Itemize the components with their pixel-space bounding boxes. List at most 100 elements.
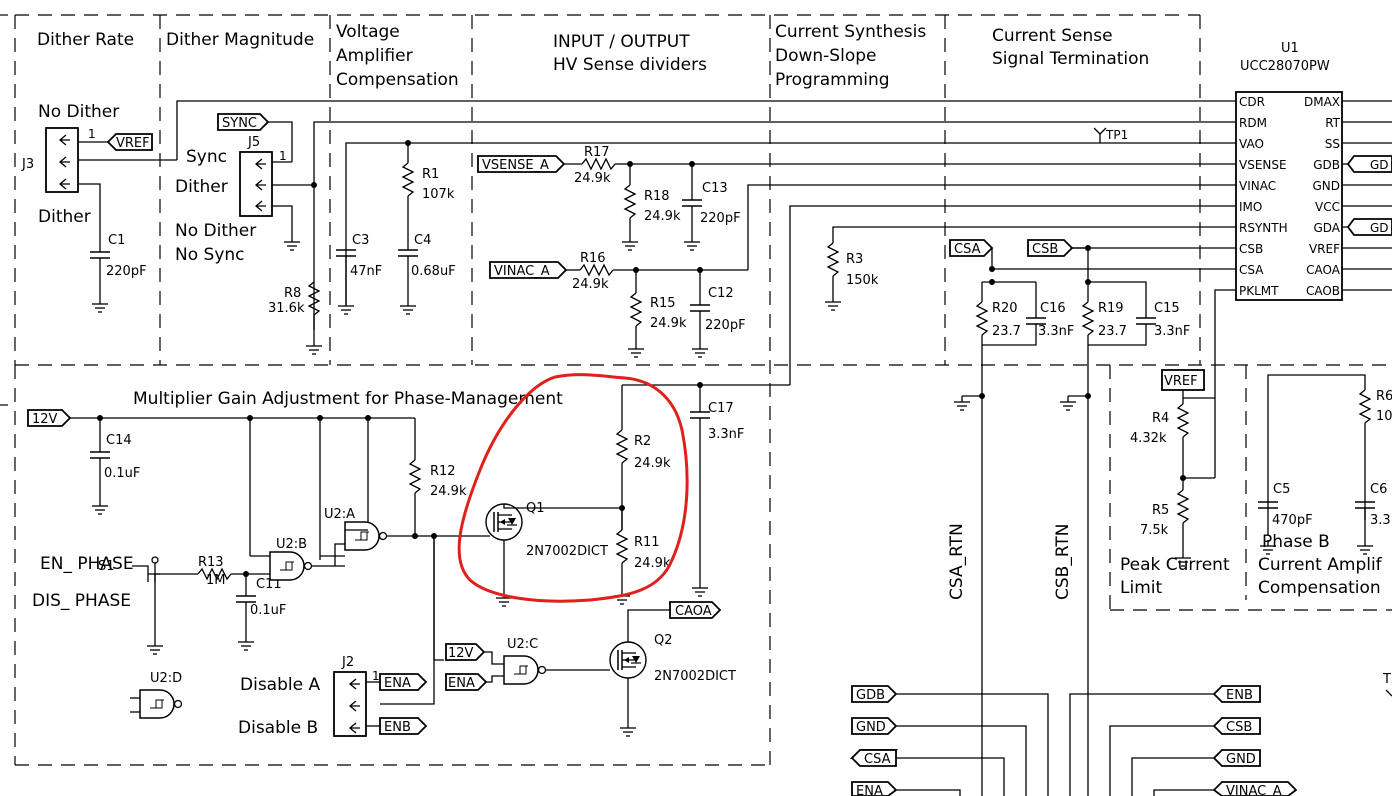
svg-text:GND: GND — [1226, 752, 1256, 767]
svg-text:31.6k: 31.6k — [268, 301, 305, 316]
svg-text:CSA: CSA — [1239, 263, 1264, 277]
svg-text:U2:C: U2:C — [507, 637, 538, 652]
title-peak-2: Limit — [1120, 578, 1162, 598]
svg-text:R6: R6 — [1376, 389, 1392, 404]
section-borders — [0, 14, 1392, 766]
svg-text:CSB: CSB — [1226, 720, 1252, 735]
title-peak-1: Peak Current — [1120, 555, 1230, 575]
svg-text:U2:B: U2:B — [276, 537, 307, 552]
svg-text:VREF: VREF — [116, 136, 150, 151]
svg-text:Disable B: Disable B — [238, 718, 318, 738]
svg-text:R18: R18 — [644, 189, 670, 204]
svg-text:R20: R20 — [992, 301, 1018, 316]
svg-text:No Dither: No Dither — [38, 102, 119, 122]
svg-text:47nF: 47nF — [350, 264, 382, 279]
svg-text:R8: R8 — [284, 286, 301, 301]
net-ena — [379, 673, 428, 691]
svg-text:ENB: ENB — [384, 720, 411, 735]
svg-text:24.9k: 24.9k — [430, 484, 467, 499]
svg-text:23.7: 23.7 — [992, 324, 1021, 339]
svg-text:24.9k: 24.9k — [572, 277, 609, 292]
svg-text:R19: R19 — [1098, 301, 1124, 316]
svg-text:3.3nF: 3.3nF — [1154, 324, 1190, 339]
svg-text:3.3: 3.3 — [1370, 513, 1391, 528]
svg-text:R16: R16 — [580, 251, 606, 266]
highlight-circle — [457, 373, 689, 603]
net-vsense-a — [477, 155, 566, 173]
svg-text:UCC28070PW: UCC28070PW — [1240, 59, 1330, 74]
svg-text:PKLMT: PKLMT — [1239, 284, 1279, 298]
svg-text:VREF: VREF — [1164, 374, 1198, 389]
svg-text:VINAC_A: VINAC_A — [494, 264, 550, 279]
svg-text:C6: C6 — [1370, 482, 1387, 497]
title-phaseb-3: Compensation — [1258, 578, 1381, 598]
svg-text:DIS_ PHASE: DIS_ PHASE — [32, 591, 131, 611]
title-io-1: INPUT / OUTPUT — [553, 32, 690, 52]
title-dither-magnitude: Dither Magnitude — [166, 30, 314, 50]
svg-text:CAOA: CAOA — [675, 604, 712, 619]
net-12v-b — [445, 643, 486, 661]
svg-text:U2:A: U2:A — [324, 507, 355, 522]
svg-text:23.7: 23.7 — [1098, 324, 1127, 339]
title-dither-rate: Dither Rate — [37, 30, 134, 50]
svg-text:VCC: VCC — [1315, 200, 1340, 214]
svg-text:ENA: ENA — [448, 676, 475, 691]
csb-rtn-label: CSB_RTN — [1053, 524, 1073, 601]
svg-text:1: 1 — [279, 149, 287, 163]
svg-text:S1: S1 — [98, 559, 115, 574]
svg-text:2N7002DICT: 2N7002DICT — [654, 669, 736, 684]
title-io-2: HV Sense dividers — [553, 55, 707, 75]
svg-text:Disable A: Disable A — [240, 675, 320, 695]
title-voltage-amp-2: Amplifier — [336, 46, 413, 66]
title-voltage-amp-3: Compensation — [336, 70, 459, 90]
svg-text:C13: C13 — [702, 181, 728, 196]
svg-text:R3: R3 — [846, 252, 863, 267]
svg-text:CSB: CSB — [1032, 242, 1058, 257]
title-current-synth-3: Programming — [775, 70, 890, 90]
svg-text:U1: U1 — [1281, 41, 1299, 56]
svg-text:3.3nF: 3.3nF — [1038, 324, 1074, 339]
svg-text:C17: C17 — [708, 401, 734, 416]
svg-text:24.9k: 24.9k — [644, 209, 681, 224]
net-caoa — [669, 601, 722, 619]
svg-text:150k: 150k — [846, 273, 879, 288]
title-voltage-amp-1: Voltage — [336, 22, 400, 42]
svg-text:CAOA: CAOA — [1306, 263, 1341, 277]
svg-text:SYNC: SYNC — [222, 116, 257, 131]
svg-text:RT: RT — [1325, 116, 1340, 130]
svg-text:R2: R2 — [634, 434, 651, 449]
svg-text:GDB: GDB — [1313, 158, 1340, 172]
svg-text:1: 1 — [88, 127, 96, 141]
svg-text:GND: GND — [856, 720, 886, 735]
svg-text:220pF: 220pF — [106, 264, 147, 279]
svg-text:RDM: RDM — [1239, 116, 1267, 130]
svg-text:C15: C15 — [1154, 301, 1180, 316]
net-sync — [217, 113, 270, 131]
title-current-sense-2: Signal Termination — [992, 49, 1149, 69]
svg-text:R5: R5 — [1152, 503, 1169, 518]
tp1-label: TP1 — [1105, 128, 1128, 142]
svg-text:C4: C4 — [414, 233, 431, 248]
svg-text:C16: C16 — [1040, 301, 1066, 316]
svg-text:R15: R15 — [650, 296, 676, 311]
svg-text:GDB: GDB — [856, 688, 885, 703]
net-ena-2 — [445, 673, 488, 691]
svg-text:R12: R12 — [430, 464, 456, 479]
title-current-synth-1: Current Synthesis — [775, 22, 926, 42]
svg-text:1M: 1M — [206, 573, 226, 588]
svg-text:VAO: VAO — [1239, 137, 1264, 151]
svg-text:GDA: GDA — [1313, 221, 1340, 235]
ic-u1: U1 UCC28070PW CDR RDM VAO VSENSE VINAC I… — [1235, 41, 1392, 301]
svg-text:12V: 12V — [448, 646, 474, 661]
svg-text:Q1: Q1 — [526, 501, 545, 516]
svg-text:U2:D: U2:D — [150, 671, 182, 686]
svg-text:J5: J5 — [247, 135, 260, 150]
svg-text:GND: GND — [1312, 179, 1340, 193]
svg-text:24.9k: 24.9k — [650, 316, 687, 331]
svg-text:R13: R13 — [198, 555, 224, 570]
svg-text:R1: R1 — [422, 167, 439, 182]
j3-connector: J3 1 — [21, 127, 177, 252]
svg-text:ENB: ENB — [1226, 688, 1253, 703]
svg-text:470pF: 470pF — [1272, 513, 1313, 528]
